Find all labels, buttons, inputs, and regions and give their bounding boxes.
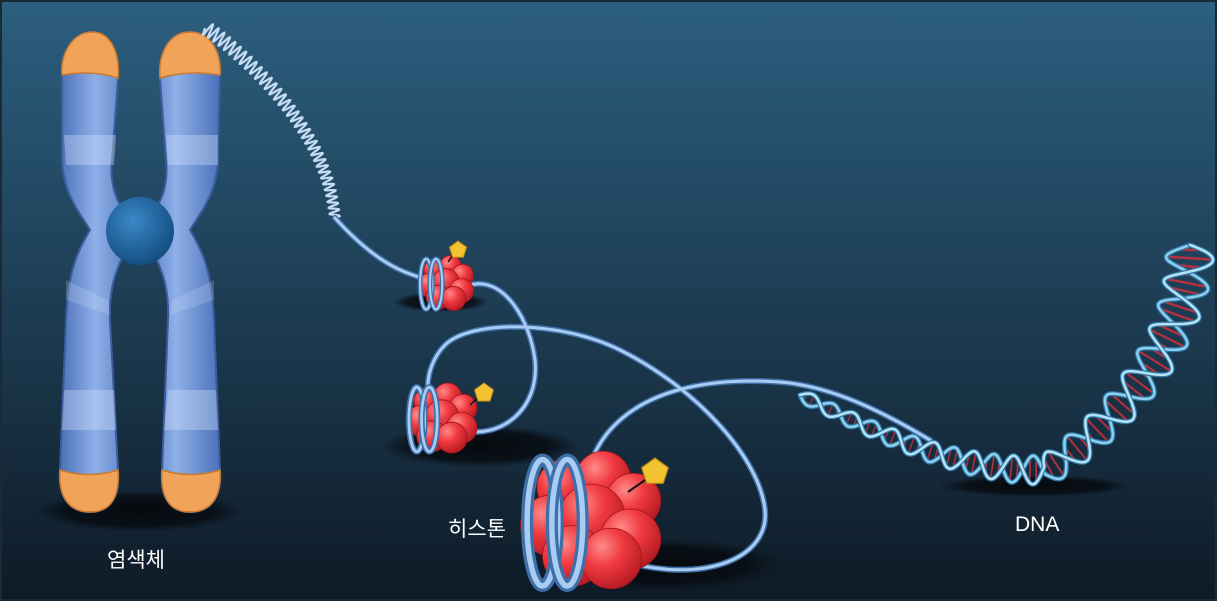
chromosome-label: 염색체 [107, 550, 165, 571]
histone-label: 히스톤 [448, 519, 506, 540]
dna-label: DNA [1015, 514, 1059, 535]
centromere [106, 197, 174, 265]
